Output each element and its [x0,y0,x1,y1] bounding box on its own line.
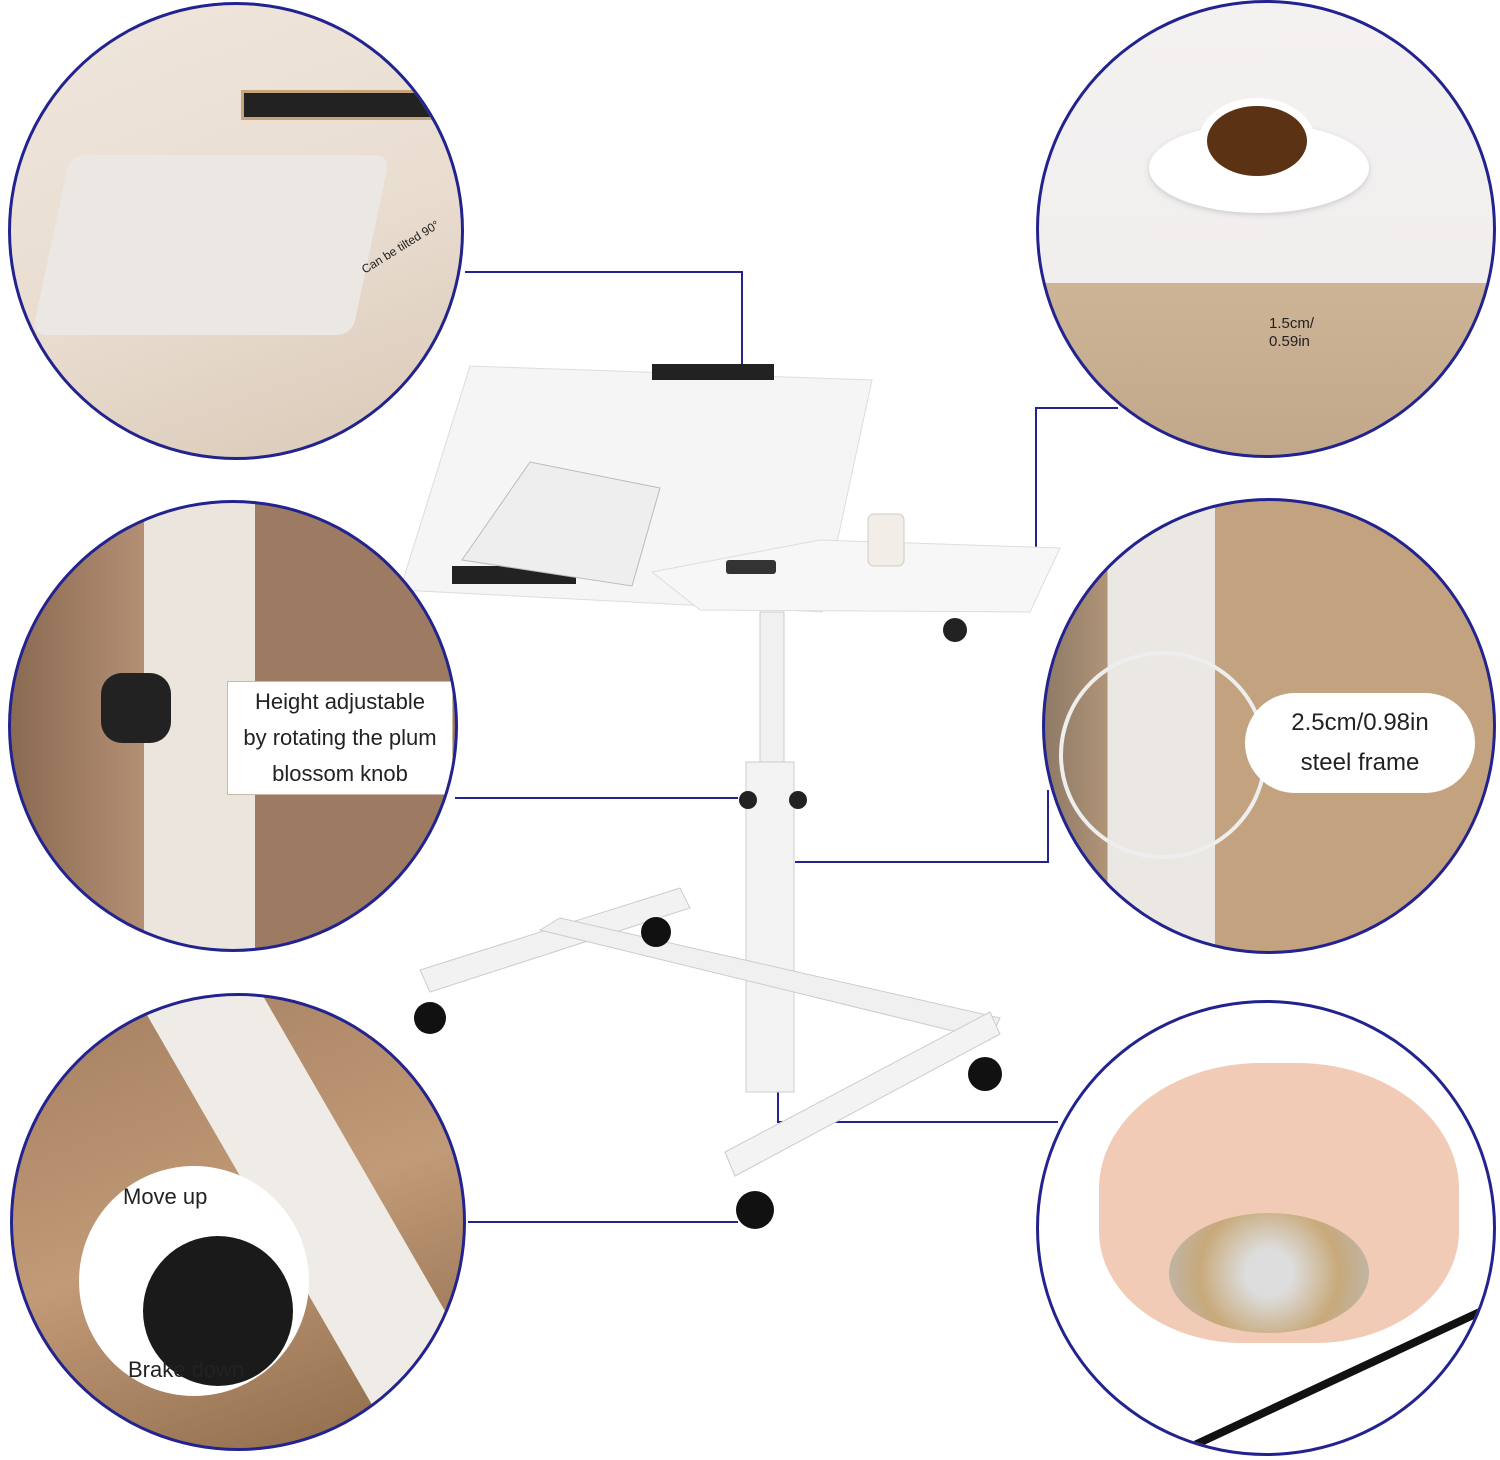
phone [726,560,776,574]
connector-thickness [1035,407,1118,548]
caster-wheel-closeup [143,1236,293,1386]
upper-column [759,611,785,763]
brake-down-label: Brake down [128,1357,245,1382]
coffee [1199,98,1315,184]
overbed-table-illustration [399,364,1061,1229]
base-bar-center [538,917,1001,1041]
frame-magnifier [1059,651,1267,859]
screws-pile [1169,1213,1369,1333]
thickness-label: 1.5cm/ 0.59in [1269,315,1314,351]
side-tabletop [650,539,1061,613]
plum-knob [101,673,171,743]
plum-knob-right [789,791,807,809]
connector-frame [795,790,1049,863]
tabletop-clip [652,364,774,380]
height-label-line2: by rotating the plum [243,725,437,750]
laptop [31,155,391,335]
base-bar-back [419,887,691,993]
caster-wheel [968,1057,1002,1091]
move-up-label: Move up [123,1184,208,1209]
book [461,461,661,587]
tilt-knob [943,618,967,642]
steel-frame-panel: 2.5cm/0.98in steel frame [1042,498,1496,954]
thickness-cm: 1.5cm/ [1269,315,1315,332]
height-label-line3: blossom knob [272,761,408,786]
thickness-in: 0.59in [1269,333,1310,350]
height-knob-panel: Height adjustable by rotating the plum b… [8,500,458,952]
cup [867,513,905,567]
tilt-detail-panel: Can be tilted 90° [8,2,464,460]
thickness-detail-panel: 1.5cm/ 0.59in [1036,0,1496,458]
plum-knob-left [739,791,757,809]
caster-brake-panel: Move up Brake down [10,993,466,1451]
caster-wheel [736,1191,774,1229]
screws-panel [1036,1000,1496,1456]
height-label-line1: Height adjustable [254,689,425,714]
height-label: Height adjustable by rotating the plum b… [227,681,453,795]
base-bar-front [724,1011,1001,1177]
caster-wheel [641,917,671,947]
lower-column [745,761,795,1093]
frame-label-line1: 2.5cm/0.98in [1291,709,1429,736]
connector-tilt [465,271,743,368]
frame-label: 2.5cm/0.98in steel frame [1245,693,1475,793]
clip [241,90,437,120]
caster-wheel [414,1002,446,1034]
frame-label-line2: steel frame [1300,749,1420,776]
